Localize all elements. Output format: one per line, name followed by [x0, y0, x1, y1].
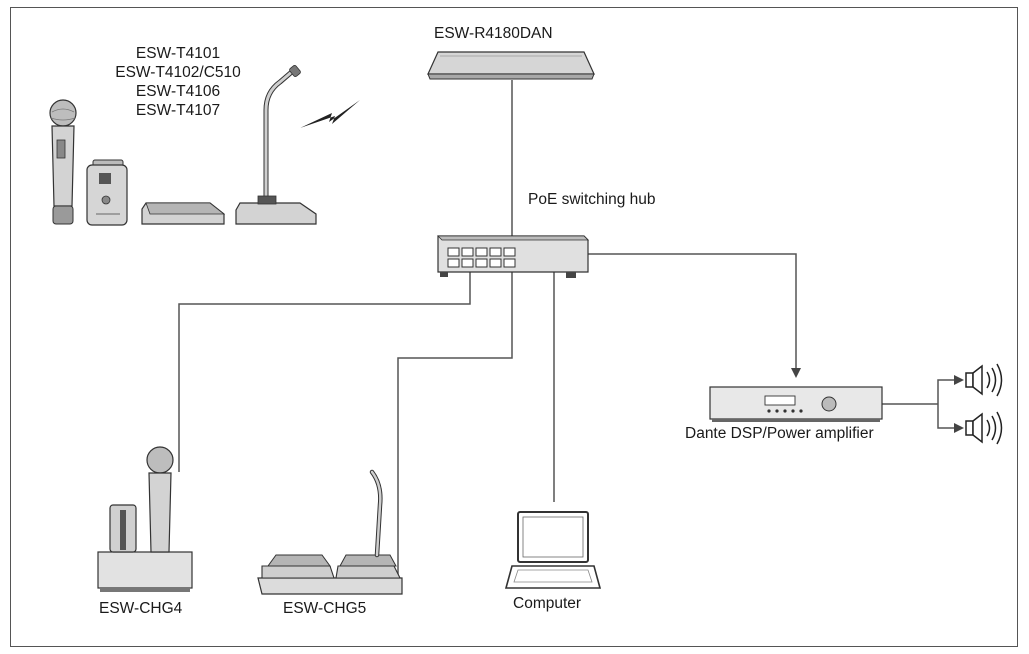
transmitter-label-4: ESW-T4107	[135, 102, 221, 119]
charger5-device	[257, 469, 403, 595]
gooseneck-mic-icon	[235, 65, 317, 225]
transmitter-label-1: ESW-T4101	[135, 45, 221, 62]
wireless-signal-icon	[300, 100, 360, 128]
computer-device	[504, 511, 602, 589]
receiver-device	[427, 51, 595, 80]
receiver-label: ESW-R4180DAN	[434, 25, 553, 42]
line-split-speaker2	[937, 404, 964, 433]
computer-label: Computer	[513, 595, 582, 612]
speaker-icon-1	[965, 363, 1003, 397]
line-split-speaker1	[937, 375, 964, 404]
line-hub-amplifier	[588, 253, 801, 378]
amplifier-device	[709, 386, 883, 422]
bodypack-transmitter-icon	[86, 159, 128, 226]
boundary-mic-icon	[141, 202, 226, 225]
transmitter-label-3: ESW-T4106	[135, 83, 221, 100]
charger5-label: ESW-CHG5	[283, 600, 367, 617]
charger4-device	[97, 446, 193, 592]
hub-label: PoE switching hub	[528, 191, 656, 208]
hub-ports	[447, 247, 516, 268]
transmitter-label-2: ESW-T4102/C510	[115, 64, 241, 81]
transmitter-label-group: ESW-T4101 ESW-T4102/C510 ESW-T4106 ESW-T…	[98, 44, 258, 120]
handheld-mic-icon	[49, 99, 77, 225]
amplifier-label: Dante DSP/Power amplifier	[685, 425, 874, 442]
charger4-label: ESW-CHG4	[99, 600, 183, 617]
connection-lines	[178, 80, 964, 578]
speaker-icon-2	[965, 411, 1003, 445]
line-hub-charger5	[397, 272, 513, 578]
line-hub-charger4	[178, 272, 471, 472]
hub-device	[437, 235, 589, 278]
diagram-frame	[10, 7, 1018, 647]
